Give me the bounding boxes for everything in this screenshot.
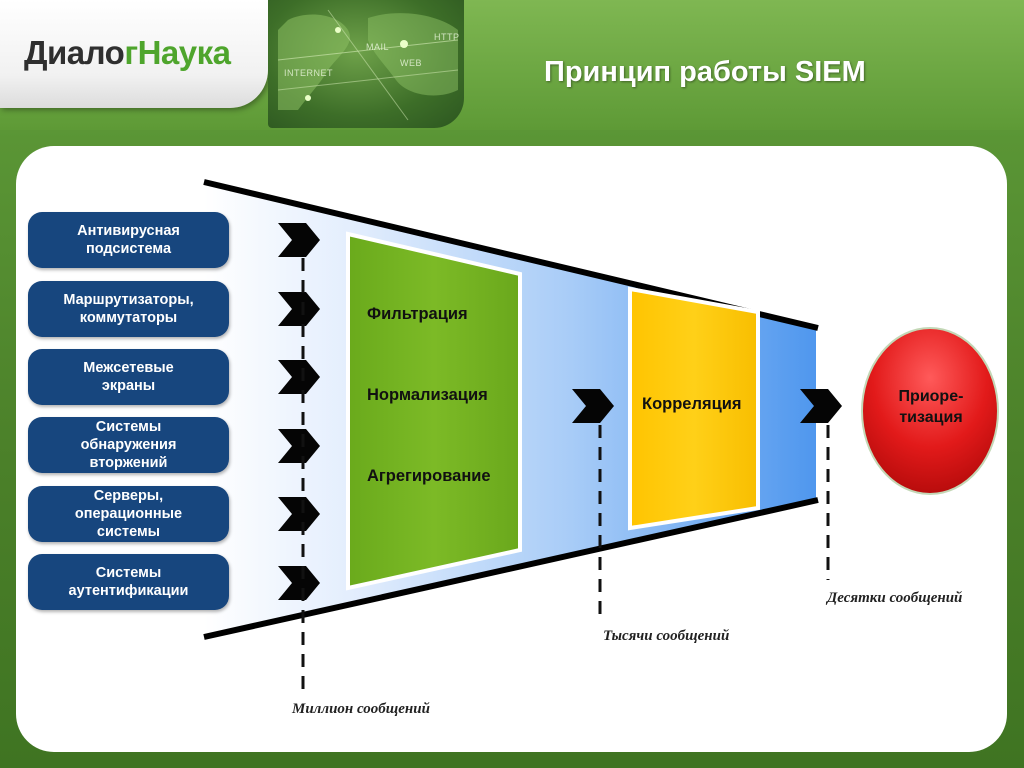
- caption-million-messages: Миллион сообщений: [292, 701, 430, 717]
- map-label-web: WEB: [400, 58, 423, 68]
- world-map-banner: INTERNET MAIL WEB HTTP: [268, 0, 464, 128]
- input-arrow: [278, 497, 320, 531]
- logo-box: ДиалогНаука: [0, 0, 268, 108]
- map-label-internet: INTERNET: [284, 68, 333, 78]
- source-servers: Серверы, операционные системы: [28, 486, 229, 542]
- prioritization-circle: [861, 327, 999, 495]
- world-map-icon: [277, 9, 459, 121]
- caption-tens-messages: Десятки сообщений: [827, 590, 963, 606]
- stage-arrow-to-correlation: [572, 389, 614, 423]
- funnel-bottom-edge: [203, 497, 819, 640]
- source-authentication: Системы аутентификации: [28, 554, 229, 610]
- label-aggregation: Агрегирование: [367, 467, 491, 485]
- input-arrow: [278, 429, 320, 463]
- input-arrow: [278, 566, 320, 600]
- source-routers: Маршрутизаторы, коммутаторы: [28, 281, 229, 337]
- label-prioritization: Приоре- тизация: [898, 388, 964, 426]
- company-logo: ДиалогНаука: [24, 34, 231, 71]
- processing-box: [346, 231, 522, 591]
- source-firewalls: Межсетевые экраны: [28, 349, 229, 405]
- caption-thousands-messages: Тысячи сообщений: [603, 628, 730, 644]
- label-correlation: Корреляция: [642, 395, 742, 413]
- page-title: Принцип работы SIEM: [544, 56, 866, 88]
- source-ids: Системы обнаружения вторжений: [28, 417, 229, 473]
- label-filtering: Фильтрация: [367, 305, 468, 323]
- input-arrow: [278, 292, 320, 326]
- label-normalization: Нормализация: [367, 386, 488, 404]
- map-label-mail: MAIL: [366, 42, 390, 52]
- source-antivirus: Антивирусная подсистема: [28, 212, 229, 268]
- input-arrow: [278, 360, 320, 394]
- stage-arrow-to-prioritization: [800, 389, 842, 423]
- input-arrow: [278, 223, 320, 257]
- correlation-box: [628, 286, 760, 531]
- map-label-http: HTTP: [434, 32, 460, 42]
